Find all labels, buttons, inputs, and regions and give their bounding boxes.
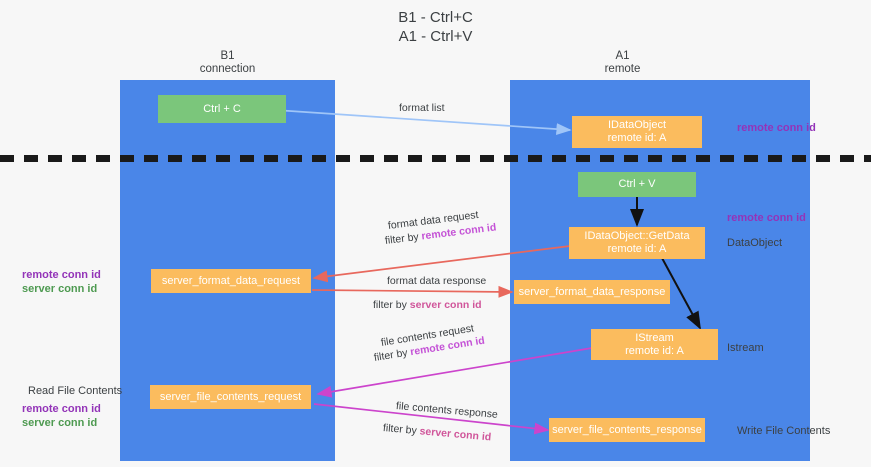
filter-prefix: filter by [382,422,421,438]
box-idataobject-line1: IDataObject [607,119,667,131]
box-server-file-contents-request-label: server_file_contents_request [159,390,302,403]
box-server-file-contents-response[interactable]: server_file_contents_response [549,418,705,442]
box-server-format-data-request-label: server_format_data_request [161,274,301,287]
arrow-file-contents-request [316,347,593,398]
box-istream-line2: remote id: A [625,344,684,357]
box-ctrl-c-label: Ctrl + C [203,102,241,115]
lane-header-b1-name: B1 [220,50,235,62]
box-idataobject-line2: remote id: A [607,132,667,144]
title-line-2: A1 - Ctrl+V [398,28,473,45]
box-idataobject-getdata[interactable]: IDataObject::GetData remote id: A [569,227,705,259]
lane-header-a1-name: A1 [615,50,630,62]
box-getdata-line1: IDataObject::GetData [584,230,690,242]
side-label-write-file-contents: Write File Contents [737,425,831,437]
tag-remote-conn-id-top: remote conn id [737,122,816,134]
arrow-file-contents-response [313,403,550,435]
lane-header-b1: B1 connection [150,50,305,76]
side-label-istream: Istream [727,342,764,354]
box-getdata-line2: remote id: A [607,243,667,255]
side-label-read-file-contents: Read File Contents [28,385,123,397]
lane-header-b1-sub: connection [199,63,256,75]
arrow-format-data-request [312,244,579,283]
tag-remote-conn-id-mid: remote conn id [727,212,806,224]
box-ctrl-v-label: Ctrl + V [618,178,656,190]
tag-left-remote-conn-id-2: remote conn id [22,403,101,415]
tag-left-remote-conn-id: remote conn id [22,269,101,281]
arrow-label-format-data-response-filter: filter by server conn id [373,298,482,312]
filter-prefix: filter by [373,299,410,311]
side-label-dataobject: DataObject [727,237,783,249]
lane-header-a1-sub: remote [604,63,641,75]
title-line-1: B1 - Ctrl+C [398,9,473,26]
lane-header-a1: A1 remote [545,50,700,76]
box-server-file-contents-response-label: server_file_contents_response [552,423,702,436]
filter-key-server-conn-id: server conn id [409,299,482,311]
divider-dashed-line [0,155,871,162]
box-ctrl-c[interactable]: Ctrl + C [158,95,286,123]
arrow-format-data-response [311,285,514,298]
tag-left-server-conn-id-2: server conn id [22,417,98,429]
page-title: B1 - Ctrl+C A1 - Ctrl+V [0,8,871,46]
box-server-format-data-response[interactable]: server_format_data_response [514,280,670,304]
box-server-format-data-request[interactable]: server_format_data_request [151,269,311,293]
arrow-getdata-to-istream [661,257,701,330]
box-idataobject[interactable]: IDataObject remote id: A [572,116,702,148]
arrow-format-list [274,109,572,136]
arrow-label-format-data-response: format data response [387,275,487,287]
box-istream[interactable]: IStream remote id: A [591,329,718,360]
tag-left-server-conn-id: server conn id [22,283,98,295]
box-istream-line1: IStream [635,331,674,344]
box-ctrl-v[interactable]: Ctrl + V [578,172,696,197]
box-server-format-data-response-label: server_format_data_response [518,285,666,298]
box-server-file-contents-request[interactable]: server_file_contents_request [150,385,311,409]
arrow-label-format-list: format list [399,102,445,114]
